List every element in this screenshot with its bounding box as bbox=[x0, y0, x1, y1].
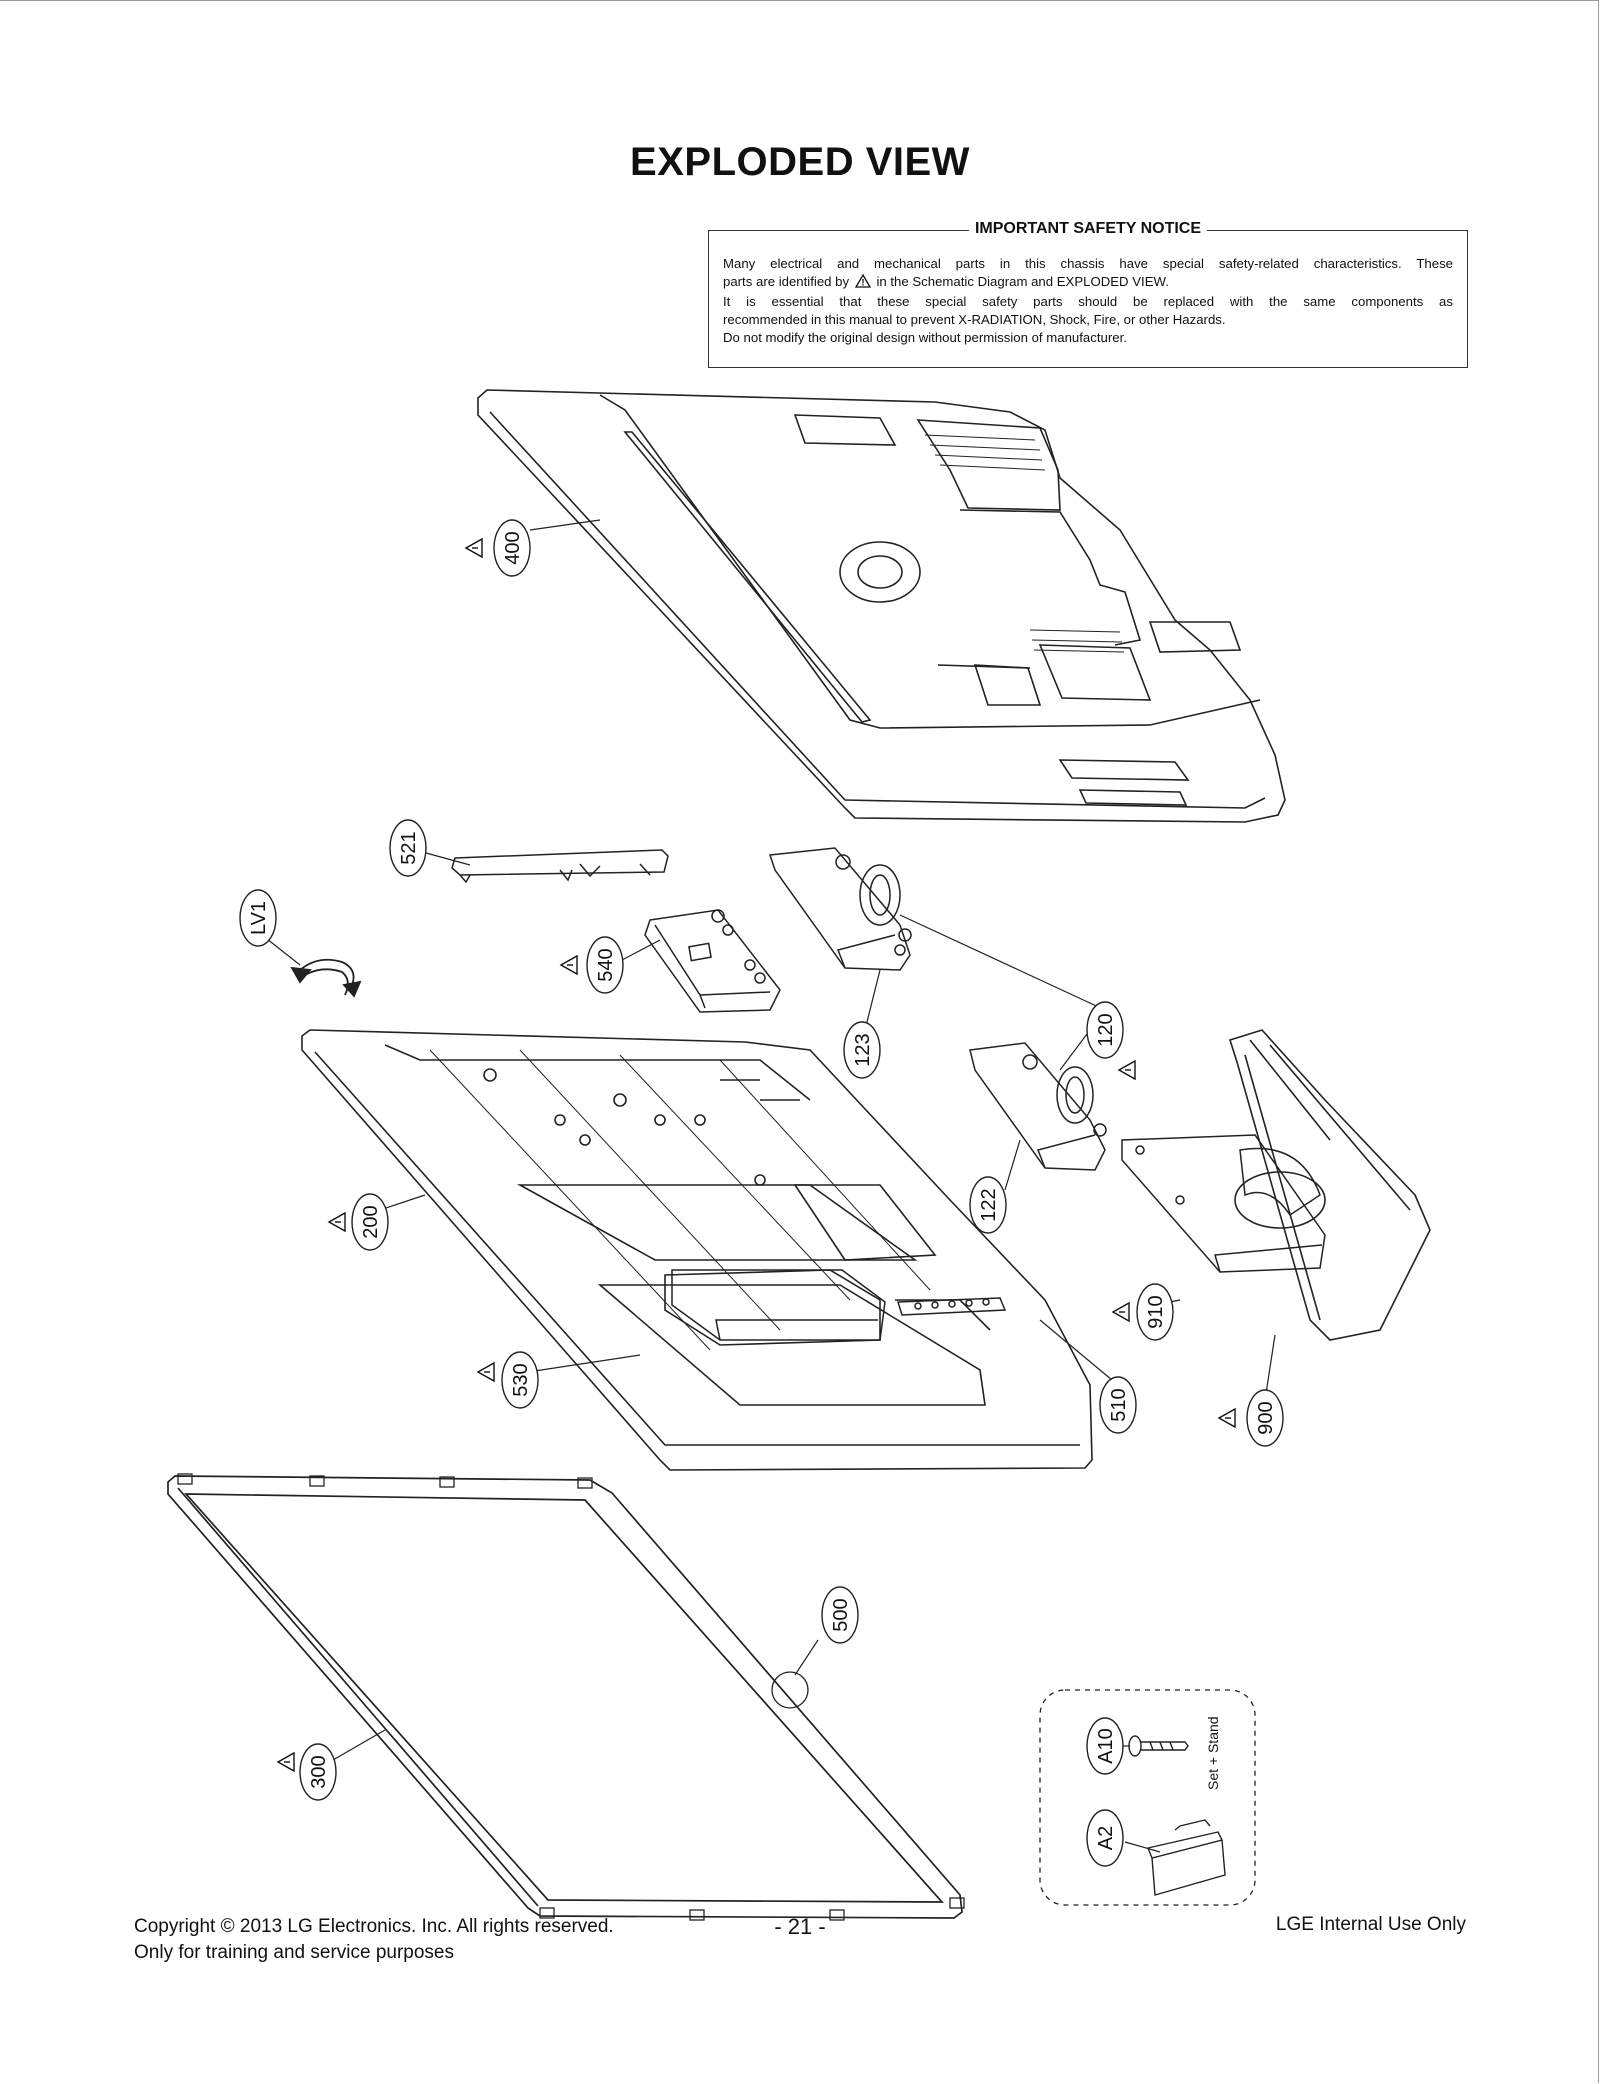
callout-120: 120 bbox=[1086, 1001, 1136, 1080]
svg-text:122: 122 bbox=[978, 1188, 1000, 1221]
notice-line-4: recommended in this manual to prevent X-… bbox=[723, 312, 1226, 327]
cable-part bbox=[290, 958, 362, 998]
svg-text:!: ! bbox=[861, 278, 864, 288]
callout-500: 500 bbox=[821, 1586, 859, 1644]
screw-note: Set + Stand bbox=[1205, 1716, 1221, 1790]
callout-200: 200 bbox=[328, 1193, 389, 1251]
notice-line-3: It is essential that these special safet… bbox=[723, 294, 1453, 309]
svg-text:120: 120 bbox=[1095, 1013, 1117, 1046]
svg-text:530: 530 bbox=[510, 1363, 532, 1396]
callout-510: 510 bbox=[1099, 1376, 1137, 1434]
callout-910: 910 bbox=[1112, 1283, 1174, 1341]
svg-text:200: 200 bbox=[360, 1205, 382, 1238]
svg-text:910: 910 bbox=[1145, 1295, 1167, 1328]
notice-line-1: Many electrical and mechanical parts in … bbox=[723, 256, 1453, 271]
svg-text:A2: A2 bbox=[1095, 1826, 1117, 1850]
callout-300: 300 bbox=[277, 1743, 337, 1801]
backlight-chassis-rails bbox=[429, 1049, 931, 1351]
footer-page-number: - 21 - bbox=[774, 1914, 826, 1939]
notice-line-2a: parts are identified by bbox=[723, 274, 850, 289]
stand-base-part bbox=[1228, 1029, 1431, 1341]
callout-122: 122 bbox=[969, 1176, 1007, 1234]
callout-530: 530 bbox=[477, 1351, 539, 1409]
main-board-part bbox=[644, 909, 781, 1013]
callout-A10: A10 bbox=[1086, 1717, 1124, 1775]
notice-line-5: Do not modify the original design withou… bbox=[723, 330, 1127, 345]
stand-neck-part bbox=[1121, 1134, 1326, 1273]
safety-notice-heading-text: IMPORTANT SAFETY NOTICE bbox=[968, 220, 1208, 237]
back-cover-part bbox=[477, 389, 1286, 823]
svg-text:500: 500 bbox=[830, 1598, 852, 1631]
screw-part bbox=[1128, 1735, 1189, 1757]
bracket-part bbox=[451, 849, 669, 884]
key-board-part bbox=[896, 1297, 1007, 1316]
svg-text:900: 900 bbox=[1255, 1401, 1277, 1434]
accessory-inset-box bbox=[1039, 1689, 1256, 1906]
callout-A2: A2 bbox=[1086, 1809, 1124, 1867]
notice-line-2b: in the Schematic Diagram and EXPLODED VI… bbox=[876, 274, 1169, 289]
footer-internal: LGE Internal Use Only bbox=[1275, 1914, 1466, 1935]
svg-text:LV1: LV1 bbox=[248, 901, 270, 935]
callout-521: 521 bbox=[389, 819, 427, 877]
page-title: EXPLODED VIEW bbox=[630, 140, 970, 184]
safety-notice-heading: IMPORTANT SAFETY NOTICE bbox=[709, 220, 1467, 238]
callout-400: 400 bbox=[465, 519, 531, 577]
stand-hinge-upper-part bbox=[768, 847, 912, 971]
front-cabinet-clips bbox=[177, 1473, 965, 1921]
svg-text:A10: A10 bbox=[1095, 1728, 1117, 1764]
footer-copyright: Copyright © 2013 LG Electronics. Inc. Al… bbox=[134, 1916, 614, 1937]
footer-purpose: Only for training and service purposes bbox=[134, 1942, 454, 1963]
callout-540: 540 bbox=[560, 936, 624, 994]
svg-text:540: 540 bbox=[595, 948, 617, 981]
svg-text:400: 400 bbox=[502, 531, 524, 564]
notice-line-2: parts are identified by ! in the Schemat… bbox=[723, 273, 1453, 293]
power-board-part bbox=[671, 1269, 886, 1341]
callout-900: 900 bbox=[1218, 1389, 1284, 1447]
callout-123: 123 bbox=[843, 1021, 881, 1079]
detail-circle bbox=[771, 1671, 809, 1709]
safety-notice-body: Many electrical and mechanical parts in … bbox=[723, 255, 1453, 347]
leader-lines bbox=[261, 519, 1276, 1853]
stand-hinge-lower-part bbox=[969, 1042, 1107, 1171]
svg-text:123: 123 bbox=[852, 1033, 874, 1066]
svg-text:510: 510 bbox=[1108, 1388, 1130, 1421]
backlight-chassis-part bbox=[301, 1029, 1093, 1471]
footer-left: Copyright © 2013 LG Electronics. Inc. Al… bbox=[134, 1914, 614, 1966]
back-cover-vents bbox=[924, 434, 1125, 653]
front-cabinet-part bbox=[167, 1475, 963, 1919]
callout-LV1: LV1 bbox=[239, 889, 277, 947]
svg-text:300: 300 bbox=[308, 1755, 330, 1788]
warning-triangle-icon: ! bbox=[854, 273, 871, 293]
svg-text:521: 521 bbox=[398, 831, 420, 864]
cable-clip-part bbox=[1147, 1819, 1226, 1896]
safety-notice-box: IMPORTANT SAFETY NOTICE Many electrical … bbox=[708, 220, 1468, 368]
